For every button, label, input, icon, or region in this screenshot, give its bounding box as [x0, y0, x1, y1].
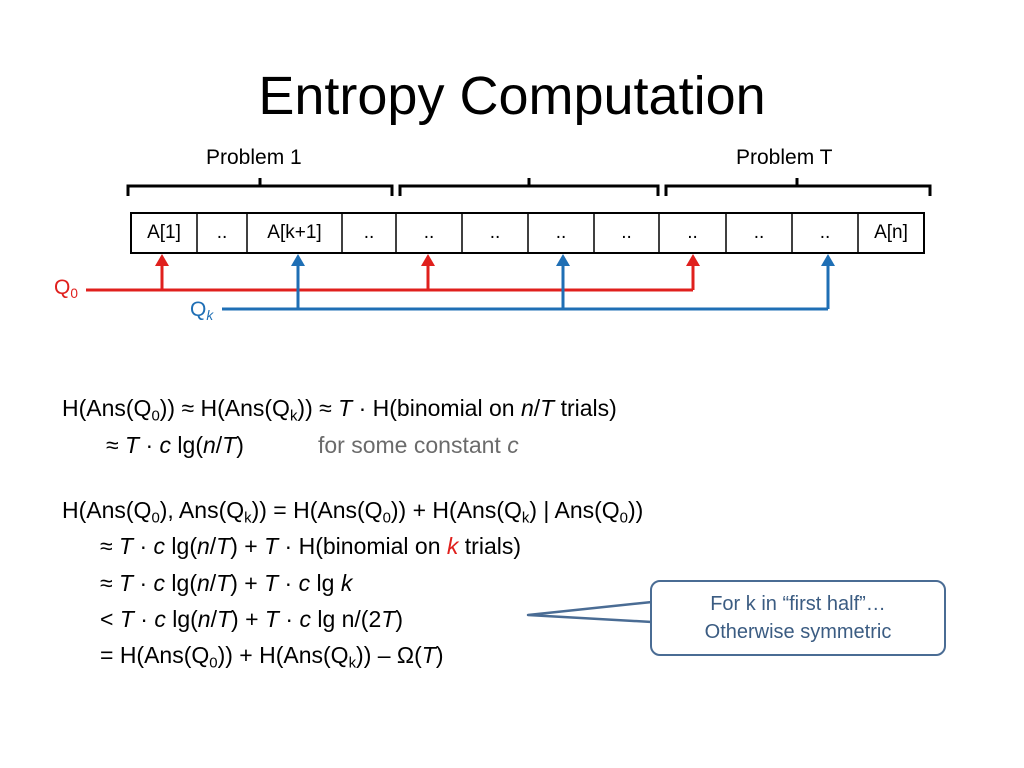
slide-title: Entropy Computation: [258, 66, 766, 126]
array-cell: ..: [687, 222, 698, 243]
equation-4: ≈ T · c lg(n/T) + T · H(binomial on k tr…: [100, 533, 522, 559]
q0-label: Q0: [54, 276, 78, 302]
array-cell: ..: [216, 222, 228, 243]
array-cell: A[1]: [147, 222, 181, 243]
callout-pointer: [526, 600, 654, 624]
q0-query-lines: [86, 260, 695, 292]
equation-3: H(Ans(Q0), Ans(Qk)) = H(Ans(Q0)) + H(Ans…: [62, 497, 644, 527]
callout-line-2: Otherwise symmetric: [704, 621, 892, 643]
callout-line-1: For k in “first half”…: [710, 593, 886, 615]
problem-1-label: Problem 1: [206, 146, 302, 169]
brace-middle: [398, 178, 660, 196]
braces: [126, 178, 932, 196]
array-cell: ..: [489, 222, 501, 243]
qk-arrow-1: [291, 254, 305, 266]
array-cell: ..: [363, 222, 375, 243]
qk-arrow-2: [556, 254, 570, 266]
array-cell: ..: [555, 222, 567, 243]
equation-7: = H(Ans(Q0)) + H(Ans(Qk)) – Ω(T): [100, 642, 444, 672]
qk-label: Qk: [190, 298, 214, 324]
q0-arrow-2: [421, 254, 435, 266]
q0-arrowheads: [155, 254, 700, 266]
brace-problem-1: [126, 178, 394, 196]
callout-box: For k in “first half”… Otherwise symmetr…: [650, 580, 946, 656]
equation-5: ≈ T · c lg(n/T) + T · c lg k: [100, 570, 353, 596]
qk-query-lines: [222, 260, 830, 311]
array-cell: ..: [819, 222, 831, 243]
q0-arrow-1: [155, 254, 169, 266]
array-dividers: [196, 213, 859, 253]
array-cell: ..: [753, 222, 765, 243]
array-cell: ..: [621, 222, 632, 243]
qk-arrowheads: [291, 254, 835, 266]
array-cell: A[k+1]: [267, 222, 322, 243]
brace-problem-t: [664, 178, 932, 196]
array-cell: A[n]: [874, 222, 908, 243]
qk-arrow-3: [821, 254, 835, 266]
q0-arrow-3: [686, 254, 700, 266]
array-cell: ..: [423, 222, 435, 243]
equation-6: < T · c lg(n/T) + T · c lg n/(2T): [100, 606, 403, 632]
equation-1: H(Ans(Q0)) ≈ H(Ans(Qk)) ≈ T · H(binomial…: [62, 395, 617, 425]
equation-2-note: for some constant c: [318, 432, 519, 458]
problem-t-label: Problem T: [736, 146, 833, 169]
equation-2: ≈ T · c lg(n/T): [106, 432, 244, 458]
